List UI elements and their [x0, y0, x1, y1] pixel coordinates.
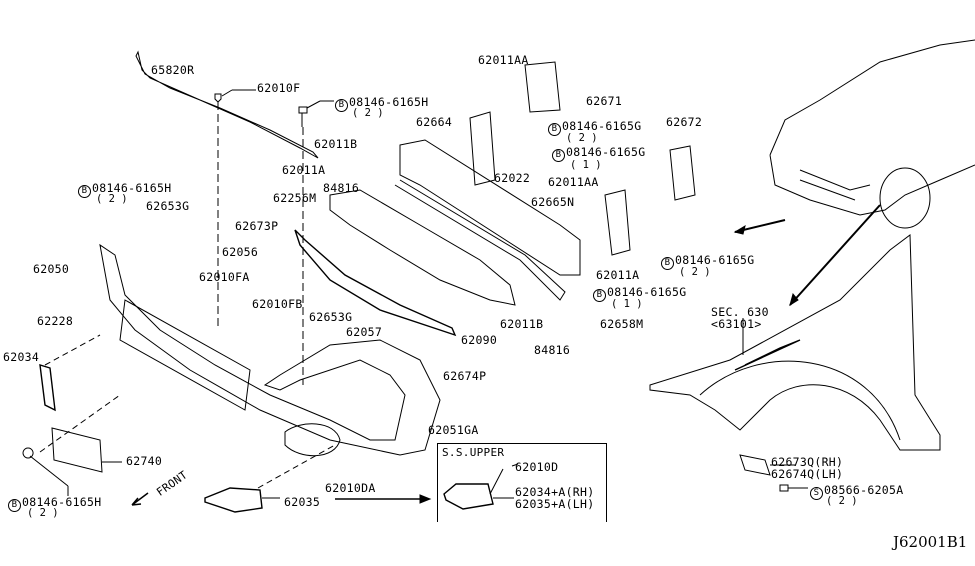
- part-label-62653G[interactable]: 62653G: [146, 199, 190, 213]
- inset-part-62034A[interactable]: 62034+A(RH): [515, 485, 595, 499]
- screw-symbol-icon: S: [810, 487, 823, 500]
- bumper-fascia-62050: [99, 243, 441, 456]
- fog-lamp-62035: [204, 487, 263, 513]
- part-label-62010F[interactable]: 62010F: [257, 81, 301, 95]
- qty-bolt-g2b: ( 2 ): [679, 266, 711, 278]
- part-label-62228[interactable]: 62228: [37, 314, 74, 328]
- inset-part-62010D[interactable]: 62010D: [515, 460, 559, 474]
- qty-bolt-bottom: ( 2 ): [27, 507, 59, 519]
- bracket-62671: [524, 61, 561, 113]
- clip-62010F-icon: [214, 93, 222, 103]
- qty-bolt-g1: ( 1 ): [570, 159, 602, 171]
- part-label-62057[interactable]: 62057: [346, 325, 383, 339]
- part-label-62056[interactable]: 62056: [222, 245, 259, 259]
- car-wheel: [879, 167, 931, 229]
- qty-bolt-g2: ( 2 ): [566, 132, 598, 144]
- part-label-62674P[interactable]: 62674P: [443, 369, 487, 383]
- bolt-symbol-icon: B: [661, 257, 674, 270]
- part-label-62051GA[interactable]: 62051GA: [428, 423, 479, 437]
- bolt-symbol-icon: B: [552, 149, 565, 162]
- diagram-code: J62001B1: [893, 533, 968, 551]
- part-label-65820R[interactable]: 65820R: [151, 63, 195, 77]
- bolt-symbol-icon: B: [548, 123, 561, 136]
- qty-bolt-left: ( 2 ): [96, 193, 128, 205]
- part-label-62674Q[interactable]: 62674Q(LH): [771, 467, 844, 481]
- fender-panel: [649, 234, 941, 451]
- part-label-62672[interactable]: 62672: [666, 115, 703, 129]
- bolt-symbol-icon: B: [78, 185, 91, 198]
- part-label-62011A-b[interactable]: 62011A: [596, 268, 640, 282]
- fender-bracket-62673Q: [739, 454, 771, 476]
- qty-bolt-g1b: ( 1 ): [611, 298, 643, 310]
- bracket-62665N: [604, 189, 631, 256]
- bolt-top-icon: [298, 106, 308, 127]
- upper-molding-65820R: [135, 50, 319, 159]
- part-label-62664[interactable]: 62664: [416, 115, 453, 129]
- part-label-62011B[interactable]: 62011B: [314, 137, 358, 151]
- part-label-62740[interactable]: 62740: [126, 454, 163, 468]
- section-ref-line2: <63101>: [711, 317, 762, 331]
- part-label-62010DA[interactable]: 62010DA: [325, 481, 376, 495]
- bolt-symbol-icon: B: [593, 289, 606, 302]
- part-label-62010FB[interactable]: 62010FB: [252, 297, 303, 311]
- license-bracket-62740: [51, 427, 103, 473]
- bolt-symbol-icon: B: [335, 99, 348, 112]
- part-label-84816[interactable]: 84816: [323, 181, 360, 195]
- part-label-84816-b[interactable]: 84816: [534, 343, 571, 357]
- part-label-62034[interactable]: 62034: [3, 350, 40, 364]
- section-ref-line1[interactable]: SEC. 630: [711, 305, 769, 319]
- part-label-62035[interactable]: 62035: [284, 495, 321, 509]
- inset-title: S.S.UPPER: [442, 446, 505, 459]
- part-label-62011AA[interactable]: 62011AA: [478, 53, 529, 67]
- car-sketch: [769, 39, 975, 216]
- part-label-62673P[interactable]: 62673P: [235, 219, 279, 233]
- part-label-62673Q[interactable]: 62673Q(RH): [771, 455, 844, 469]
- bracket-62664: [469, 111, 496, 186]
- part-label-62671[interactable]: 62671: [586, 94, 623, 108]
- front-arrow-icon: [131, 492, 149, 506]
- bracket-62034: [39, 364, 56, 412]
- part-label-62653G-b[interactable]: 62653G: [309, 310, 353, 324]
- part-label-62050[interactable]: 62050: [33, 262, 70, 276]
- screw-icon: [779, 484, 789, 492]
- bolt-symbol-icon: B: [8, 499, 21, 512]
- inset-fog-lamp-art: [443, 463, 519, 510]
- part-label-62011A[interactable]: 62011A: [282, 163, 326, 177]
- bracket-62672: [669, 145, 696, 201]
- inset-box-ss-upper: S.S.UPPER 62010D 62034+A(RH) 62035+A(LH): [437, 443, 607, 522]
- part-label-62658M[interactable]: 62658M: [600, 317, 644, 331]
- part-label-62665N[interactable]: 62665N: [531, 195, 575, 209]
- inset-part-62035A[interactable]: 62035+A(LH): [515, 497, 595, 511]
- part-label-62022[interactable]: 62022: [494, 171, 531, 185]
- fog-lamp-opening: [284, 423, 341, 457]
- part-label-62011AA-b[interactable]: 62011AA: [548, 175, 599, 189]
- part-label-62011B-b[interactable]: 62011B: [500, 317, 544, 331]
- absorber-62090: [329, 189, 516, 306]
- part-label-62090[interactable]: 62090: [461, 333, 498, 347]
- qty-screw: ( 2 ): [826, 495, 858, 507]
- grille-62256M: [294, 229, 457, 337]
- qty-bolt-top: ( 2 ): [352, 107, 384, 119]
- bolt-bottom-icon: [22, 447, 34, 459]
- reinforcement-62022: [399, 139, 581, 276]
- part-label-62010FA[interactable]: 62010FA: [199, 270, 250, 284]
- part-label-62256M[interactable]: 62256M: [273, 191, 317, 205]
